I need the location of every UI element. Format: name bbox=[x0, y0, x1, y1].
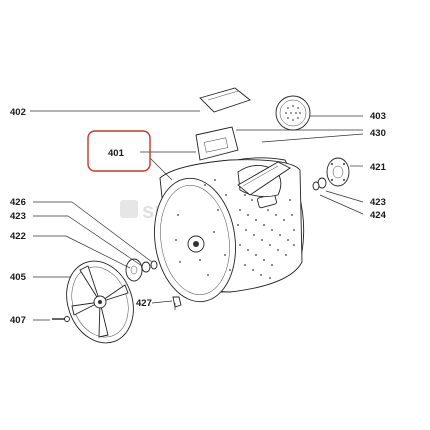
flange-422 bbox=[125, 258, 158, 282]
label-405: 405 bbox=[10, 272, 27, 283]
flange-421 bbox=[326, 157, 350, 187]
grille-403 bbox=[275, 95, 311, 131]
label-402: 402 bbox=[10, 107, 26, 118]
label-403: 403 bbox=[370, 111, 386, 122]
label-427: 427 bbox=[136, 298, 152, 309]
seal-423-right bbox=[312, 177, 327, 191]
door-hatch-430 bbox=[195, 126, 291, 196]
callout-labels: 402 403 430 401 421 426 423 423 424 422 … bbox=[10, 107, 387, 326]
bolt-427 bbox=[172, 296, 182, 310]
label-426: 426 bbox=[10, 197, 26, 208]
label-421: 421 bbox=[370, 162, 387, 173]
highlight-box-401 bbox=[87, 130, 151, 172]
label-423-left: 423 bbox=[10, 211, 26, 222]
label-407: 407 bbox=[10, 315, 26, 326]
label-401: 401 bbox=[108, 148, 125, 159]
screw-407 bbox=[52, 316, 70, 322]
label-430: 430 bbox=[370, 128, 386, 139]
label-424: 424 bbox=[370, 210, 387, 221]
clip-402 bbox=[199, 87, 251, 113]
leader-lines bbox=[30, 110, 364, 321]
spider-405 bbox=[66, 260, 134, 344]
label-423-right: 423 bbox=[370, 197, 386, 208]
label-422: 422 bbox=[10, 231, 26, 242]
drum-401 bbox=[154, 157, 305, 303]
